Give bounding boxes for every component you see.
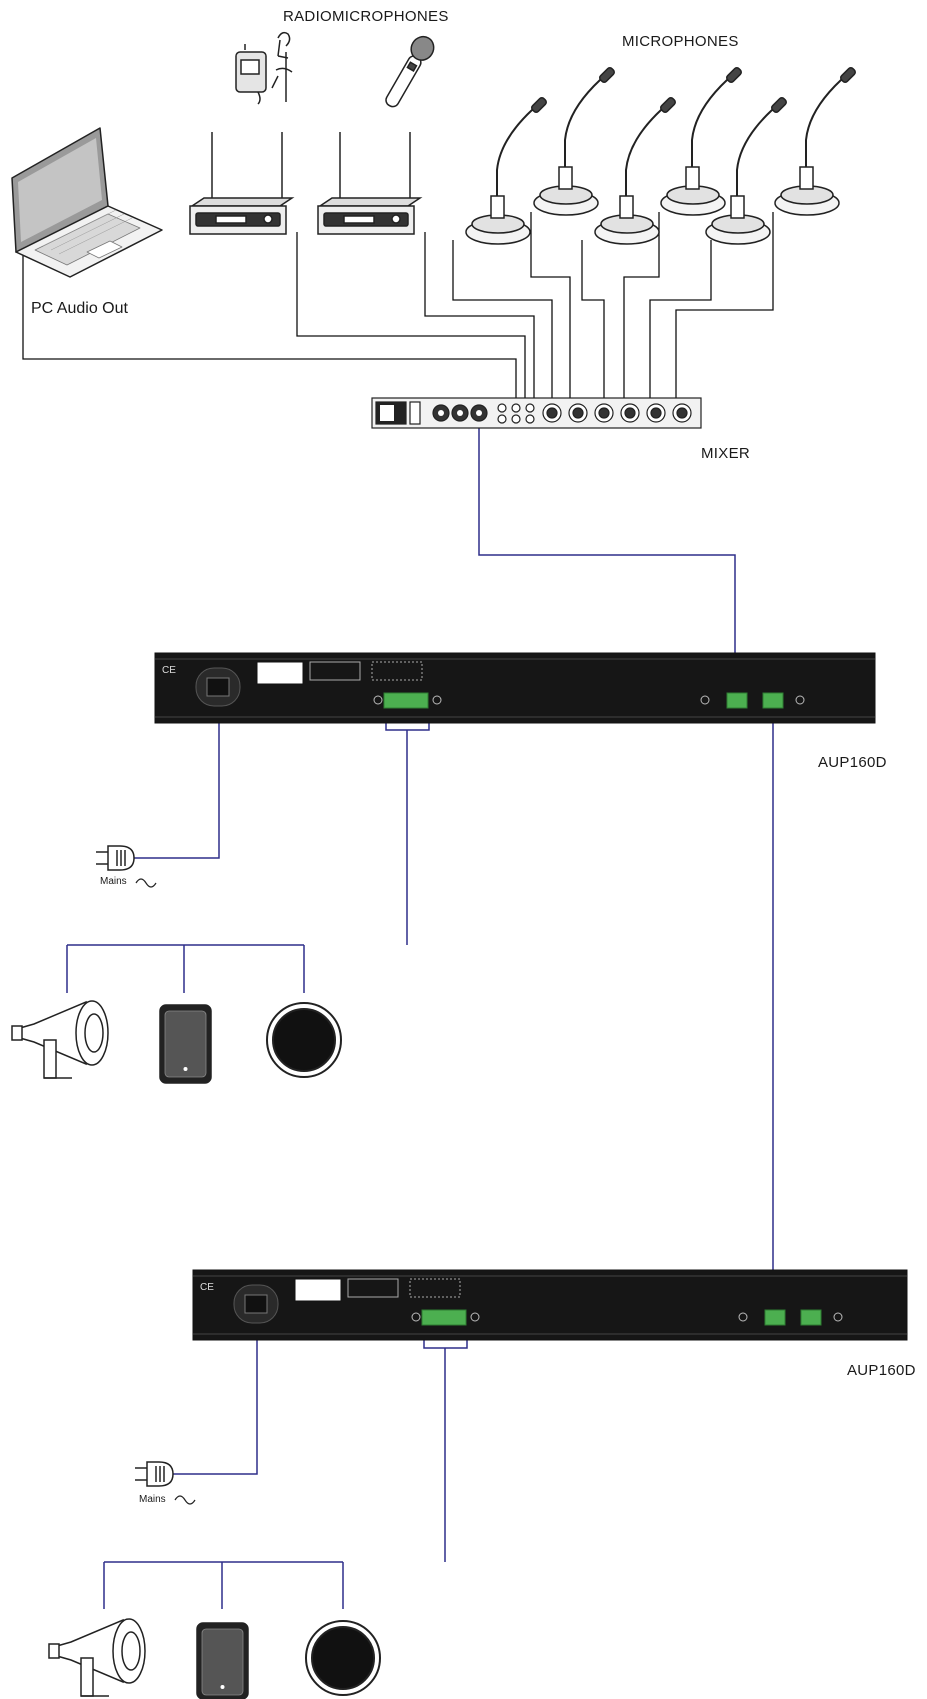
gooseneck-mic-icon [465, 97, 547, 245]
ceiling-speaker-icon [305, 1620, 381, 1696]
mains1-label: Mains [100, 876, 127, 887]
svg-text:CE: CE [162, 665, 176, 676]
handheld-mic-icon [385, 35, 435, 108]
mains2-label: Mains [139, 1494, 166, 1505]
headset-mic-icon [271, 31, 293, 102]
ceiling-speaker-icon [266, 1002, 342, 1078]
wireless-receiver-icon [317, 132, 423, 235]
mains-plug-icon [96, 845, 157, 888]
amp2-label: AUP160D [847, 1362, 916, 1379]
box-speaker-icon [196, 1622, 249, 1699]
mixer-label: MIXER [701, 445, 751, 462]
pc-audio-out-label: PC Audio Out [31, 300, 128, 317]
box-speaker-icon [159, 1004, 212, 1084]
gooseneck-mic-icon [594, 97, 676, 245]
horn-speaker-icon [11, 1000, 109, 1079]
radiomicrophones-label: RADIOMICROPHONES [283, 8, 449, 25]
mixer-icon [371, 397, 702, 429]
gooseneck-mic-icon [660, 67, 742, 216]
amplifier-icon: CE [192, 1269, 908, 1341]
amplifier-icon: CE [154, 652, 876, 724]
laptop-icon [11, 127, 163, 278]
amp1-label: AUP160D [818, 754, 887, 771]
bodypack-transmitter-icon [235, 44, 267, 105]
gooseneck-mic-icon [774, 67, 856, 216]
wireless-receiver-icon [189, 132, 295, 235]
gooseneck-mic-icon [533, 67, 615, 216]
black-wiring [22, 212, 774, 399]
microphones-label: MICROPHONES [622, 33, 739, 50]
gooseneck-mic-icon [705, 97, 787, 245]
svg-text:CE: CE [200, 1282, 214, 1293]
horn-speaker-icon [48, 1618, 146, 1697]
mains-plug-icon [135, 1461, 196, 1505]
